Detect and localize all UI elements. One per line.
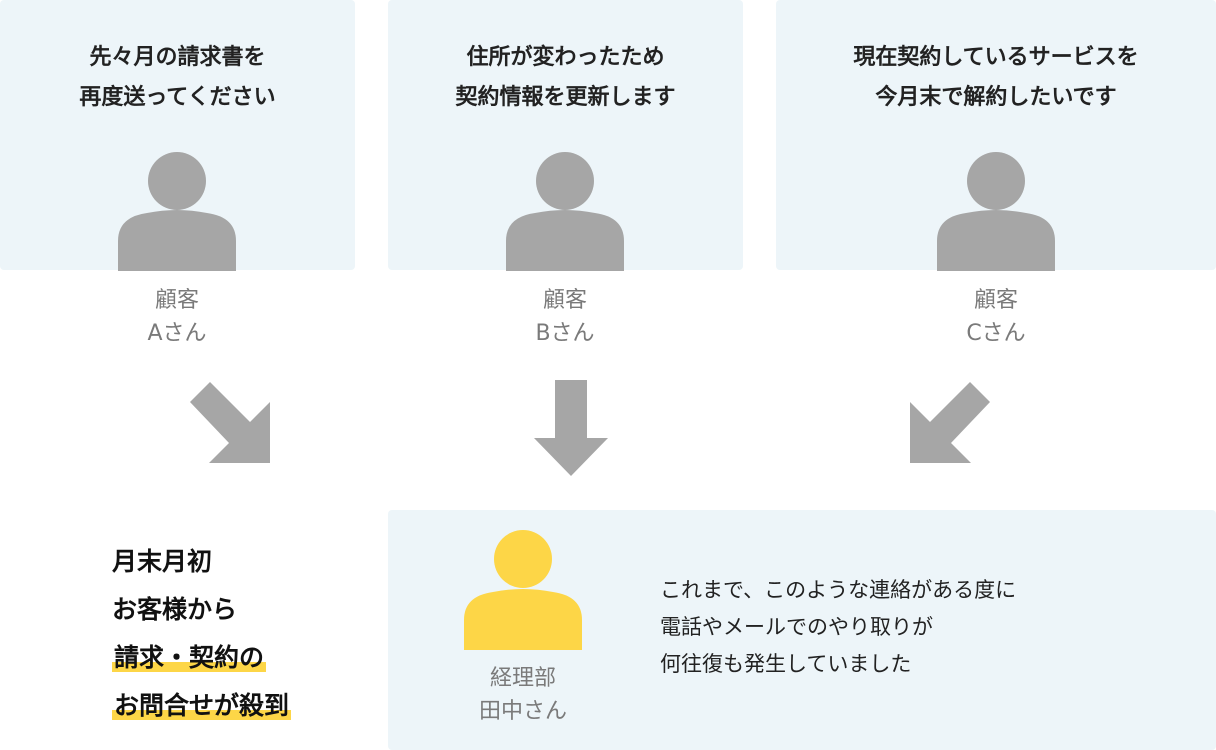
headline: 月末月初 お客様から 請求・契約の お問合せが殺到 — [112, 547, 292, 720]
arrow-down-icon — [534, 380, 608, 476]
customer-b-person-icon — [506, 152, 624, 271]
customer-c-request: 現在契約しているサービスを今月末で解約したいです — [853, 45, 1139, 110]
customer-a-person-icon — [118, 152, 236, 271]
arrow-down-left-icon — [910, 382, 990, 463]
customer-b-request: 住所が変わったため契約情報を更新します — [455, 45, 676, 110]
staff-label: 経理部田中さん — [478, 666, 567, 724]
description: これまで、このような連絡がある度に 電話やメールでのやり取りが 何往復も発生して… — [660, 578, 1017, 676]
customer-c-person-icon — [937, 152, 1055, 271]
arrow-down-right-icon — [190, 382, 270, 463]
staff-person-icon — [464, 530, 582, 650]
customer-a-request: 先々月の請求書を再度送ってください — [79, 45, 276, 110]
